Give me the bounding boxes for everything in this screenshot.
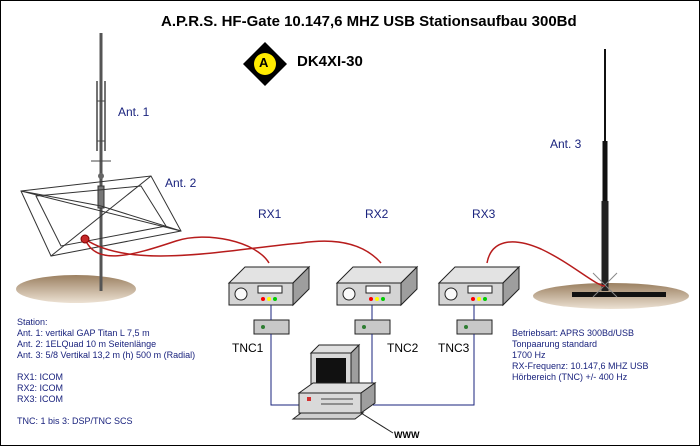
aprs-logo <box>243 42 287 86</box>
station-info-block: Station: Ant. 1: vertikal GAP Titan L 7,… <box>17 317 195 427</box>
antenna-2-quad <box>20 175 182 257</box>
page-title: A.P.R.S. HF-Gate 10.147,6 MHZ USB Statio… <box>161 13 577 30</box>
receiver-rx3 <box>437 265 521 307</box>
label-ant3: Ant. 3 <box>550 137 582 151</box>
info-line: Betriebsart: APRS 300Bd/USB <box>512 328 635 338</box>
computer <box>291 343 394 434</box>
label-rx1: RX1 <box>258 207 282 221</box>
label-tnc2: TNC2 <box>387 341 419 355</box>
station-line: RX3: ICOM <box>17 394 64 404</box>
ground-left <box>16 275 136 303</box>
tnc-2 <box>354 319 391 335</box>
coax-cables <box>84 236 606 287</box>
tnc-1 <box>253 319 290 335</box>
station-line: Ant. 3: 5/8 Vertikal 13,2 m (h) 500 m (R… <box>17 350 196 360</box>
www-label: WWW <box>394 430 420 440</box>
label-ant2: Ant. 2 <box>165 176 197 190</box>
tnc-3 <box>456 319 493 335</box>
label-rx2: RX2 <box>365 207 389 221</box>
antenna-3-vertical <box>572 49 666 298</box>
station-line: Station: <box>17 317 48 327</box>
label-rx3: RX3 <box>472 207 496 221</box>
station-line: TNC: 1 bis 3: DSP/TNC SCS <box>17 416 133 426</box>
callsign: DK4XI-30 <box>297 53 363 70</box>
station-line: Ant. 1: vertikal GAP Titan L 7,5 m <box>17 328 150 338</box>
receiver-rx2 <box>335 265 419 307</box>
info-line: RX-Frequenz: 10.147,6 MHZ USB <box>512 361 649 371</box>
ant2-feedpoint <box>80 234 90 244</box>
info-line: Hörbereich (TNC) +/- 400 Hz <box>512 372 628 382</box>
station-spacer <box>17 361 195 372</box>
station-line: RX1: ICOM <box>17 372 64 382</box>
info-line: Tonpaarung standard <box>512 339 598 349</box>
operating-info-block: Betriebsart: APRS 300Bd/USB Tonpaarung s… <box>512 328 649 383</box>
label-tnc1: TNC1 <box>232 341 264 355</box>
label-tnc3: TNC3 <box>438 341 470 355</box>
label-ant1: Ant. 1 <box>118 105 150 119</box>
antenna-1-vertical <box>91 33 111 291</box>
info-line: 1700 Hz <box>512 350 546 360</box>
receiver-rx1 <box>227 265 311 307</box>
aprs-logo-letter: A <box>259 55 269 70</box>
station-spacer <box>17 405 195 416</box>
station-line: RX2: ICOM <box>17 383 64 393</box>
station-line: Ant. 2: 1ELQuad 10 m Seitenlänge <box>17 339 157 349</box>
